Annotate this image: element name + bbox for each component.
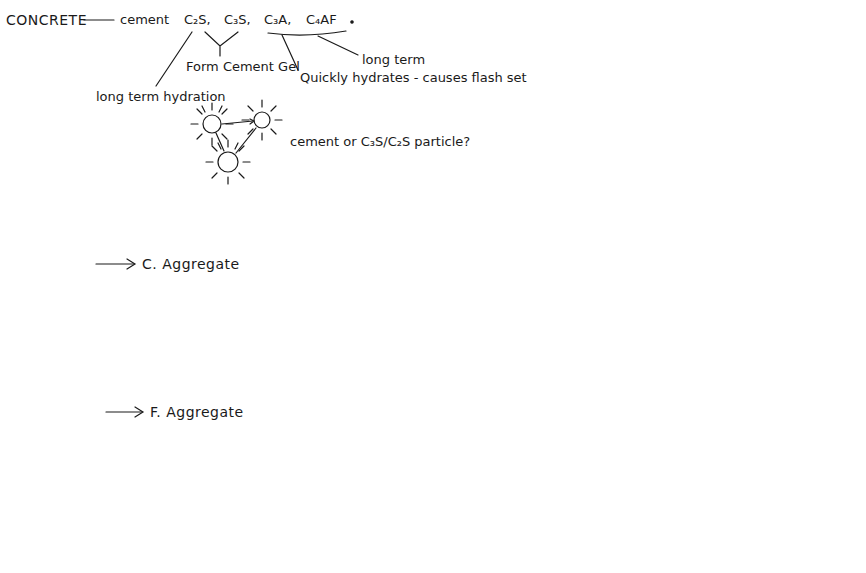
dot (351, 21, 353, 23)
compound-label: C₃A, (264, 12, 291, 28)
note-label: cement or C₃S/C₂S particle? (290, 134, 470, 150)
note-label: Form Cement Gel (186, 59, 300, 75)
compound-label: C₃S, (224, 12, 251, 28)
y-bracket (205, 32, 238, 56)
underline (268, 31, 346, 35)
term-label: cement (120, 12, 169, 28)
component-label: F. Aggregate (150, 404, 244, 420)
compound-label: C₂S, (184, 12, 211, 28)
dash-line (84, 19, 114, 20)
particle-sketch (191, 100, 282, 184)
note-label: long term hydration (96, 89, 226, 105)
arrow (96, 259, 135, 269)
title-word: CONCRETE (6, 12, 87, 28)
note-label: long term (362, 52, 425, 68)
leader-line (318, 36, 358, 55)
component-label: C. Aggregate (142, 256, 240, 272)
compound-label: C₄AF (306, 12, 337, 28)
note-label: Quickly hydrates - causes flash set (300, 70, 527, 86)
arrow (106, 407, 143, 417)
